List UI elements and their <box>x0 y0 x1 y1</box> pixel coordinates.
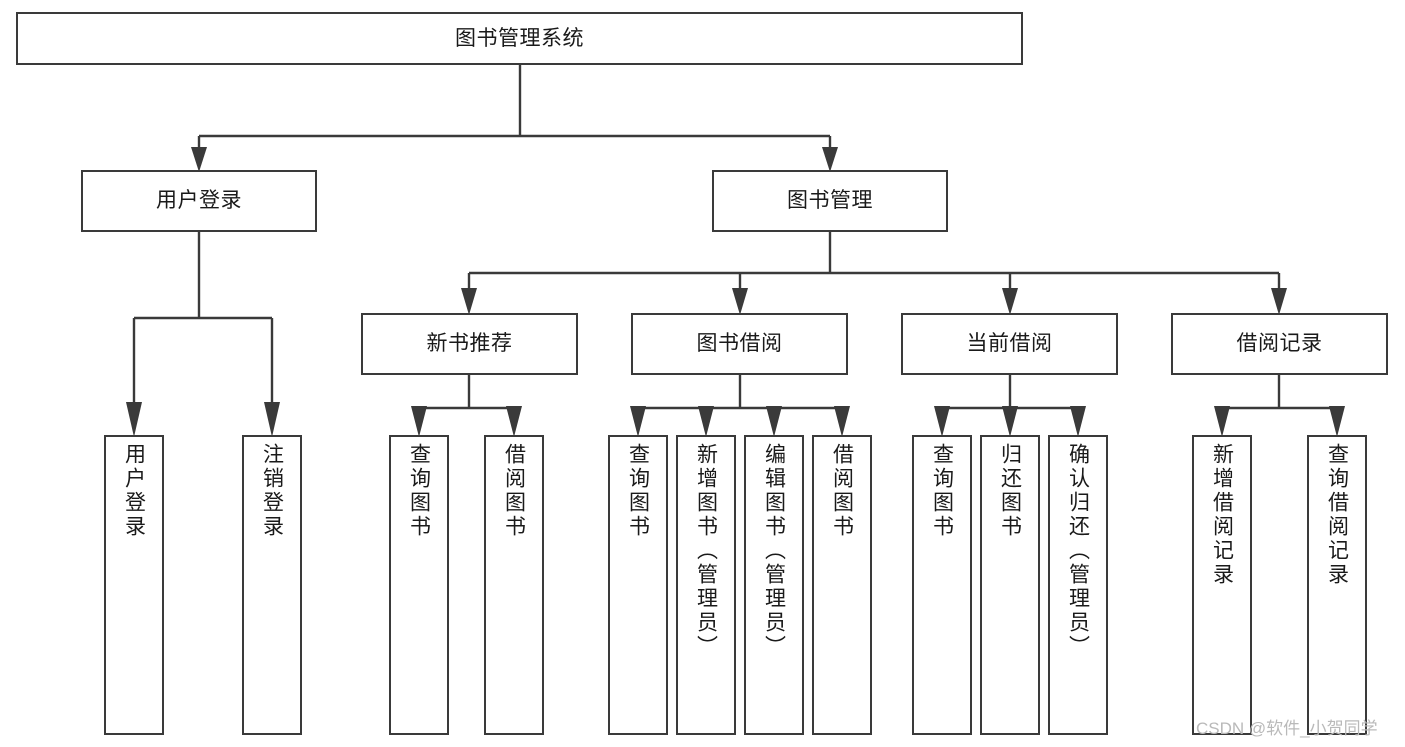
node-label: 归还图书 <box>998 443 1022 539</box>
node-label: 编辑图书（管理员） <box>762 443 786 659</box>
leaf-book-borrow-query[interactable]: 查询图书 <box>608 435 668 735</box>
node-label: 确认归还（管理员） <box>1066 443 1090 659</box>
node-book-management[interactable]: 图书管理 <box>712 170 948 232</box>
connectors-root <box>197 64 832 160</box>
leaf-book-borrow-add[interactable]: 新增图书（管理员） <box>676 435 736 735</box>
csdn-watermark: CSDN @软件_小贺同学 <box>1196 719 1378 738</box>
leaf-current-borrow-return[interactable]: 归还图书 <box>980 435 1040 735</box>
node-label: 借阅图书 <box>830 443 854 539</box>
leaf-current-borrow-confirm-return[interactable]: 确认归还（管理员） <box>1048 435 1108 735</box>
node-label: 新增图书（管理员） <box>694 443 718 659</box>
node-label: 查询图书 <box>930 443 954 539</box>
node-label: 用户登录 <box>156 189 242 213</box>
leaf-book-borrow-borrow[interactable]: 借阅图书 <box>812 435 872 735</box>
node-current-borrow[interactable]: 当前借阅 <box>901 313 1118 375</box>
node-label: 图书管理 <box>787 189 873 213</box>
node-label: 注销登录 <box>260 443 284 539</box>
leaf-borrow-record-add[interactable]: 新增借阅记录 <box>1192 435 1252 735</box>
leaf-user-login-login[interactable]: 用户登录 <box>104 435 164 735</box>
node-label: 新书推荐 <box>426 332 513 356</box>
node-label: 图书借阅 <box>696 332 783 356</box>
leaf-borrow-record-query[interactable]: 查询借阅记录 <box>1307 435 1367 735</box>
leaf-user-login-logout[interactable]: 注销登录 <box>242 435 302 735</box>
node-label: 查询图书 <box>407 443 431 539</box>
node-root-library-system[interactable]: 图书管理系统 <box>16 12 1023 65</box>
node-label: 当前借阅 <box>966 332 1053 356</box>
arrowheads <box>126 147 1345 437</box>
leaf-book-borrow-edit[interactable]: 编辑图书（管理员） <box>744 435 804 735</box>
leaf-new-book-query[interactable]: 查询图书 <box>389 435 449 735</box>
leaf-new-book-borrow[interactable]: 借阅图书 <box>484 435 544 735</box>
node-label: 新增借阅记录 <box>1210 443 1234 587</box>
node-new-book-recommend[interactable]: 新书推荐 <box>361 313 578 375</box>
node-book-borrow[interactable]: 图书借阅 <box>631 313 848 375</box>
node-label: 图书管理系统 <box>455 26 584 50</box>
leaf-current-borrow-query[interactable]: 查询图书 <box>912 435 972 735</box>
node-label: 用户登录 <box>122 443 146 539</box>
connectors-level3 <box>417 375 1339 425</box>
node-label: 借阅图书 <box>502 443 526 539</box>
node-label: 查询借阅记录 <box>1325 443 1349 587</box>
node-borrow-record[interactable]: 借阅记录 <box>1171 313 1388 375</box>
node-label: 查询图书 <box>626 443 650 539</box>
node-label: 借阅记录 <box>1236 332 1323 356</box>
node-user-login[interactable]: 用户登录 <box>81 170 317 232</box>
